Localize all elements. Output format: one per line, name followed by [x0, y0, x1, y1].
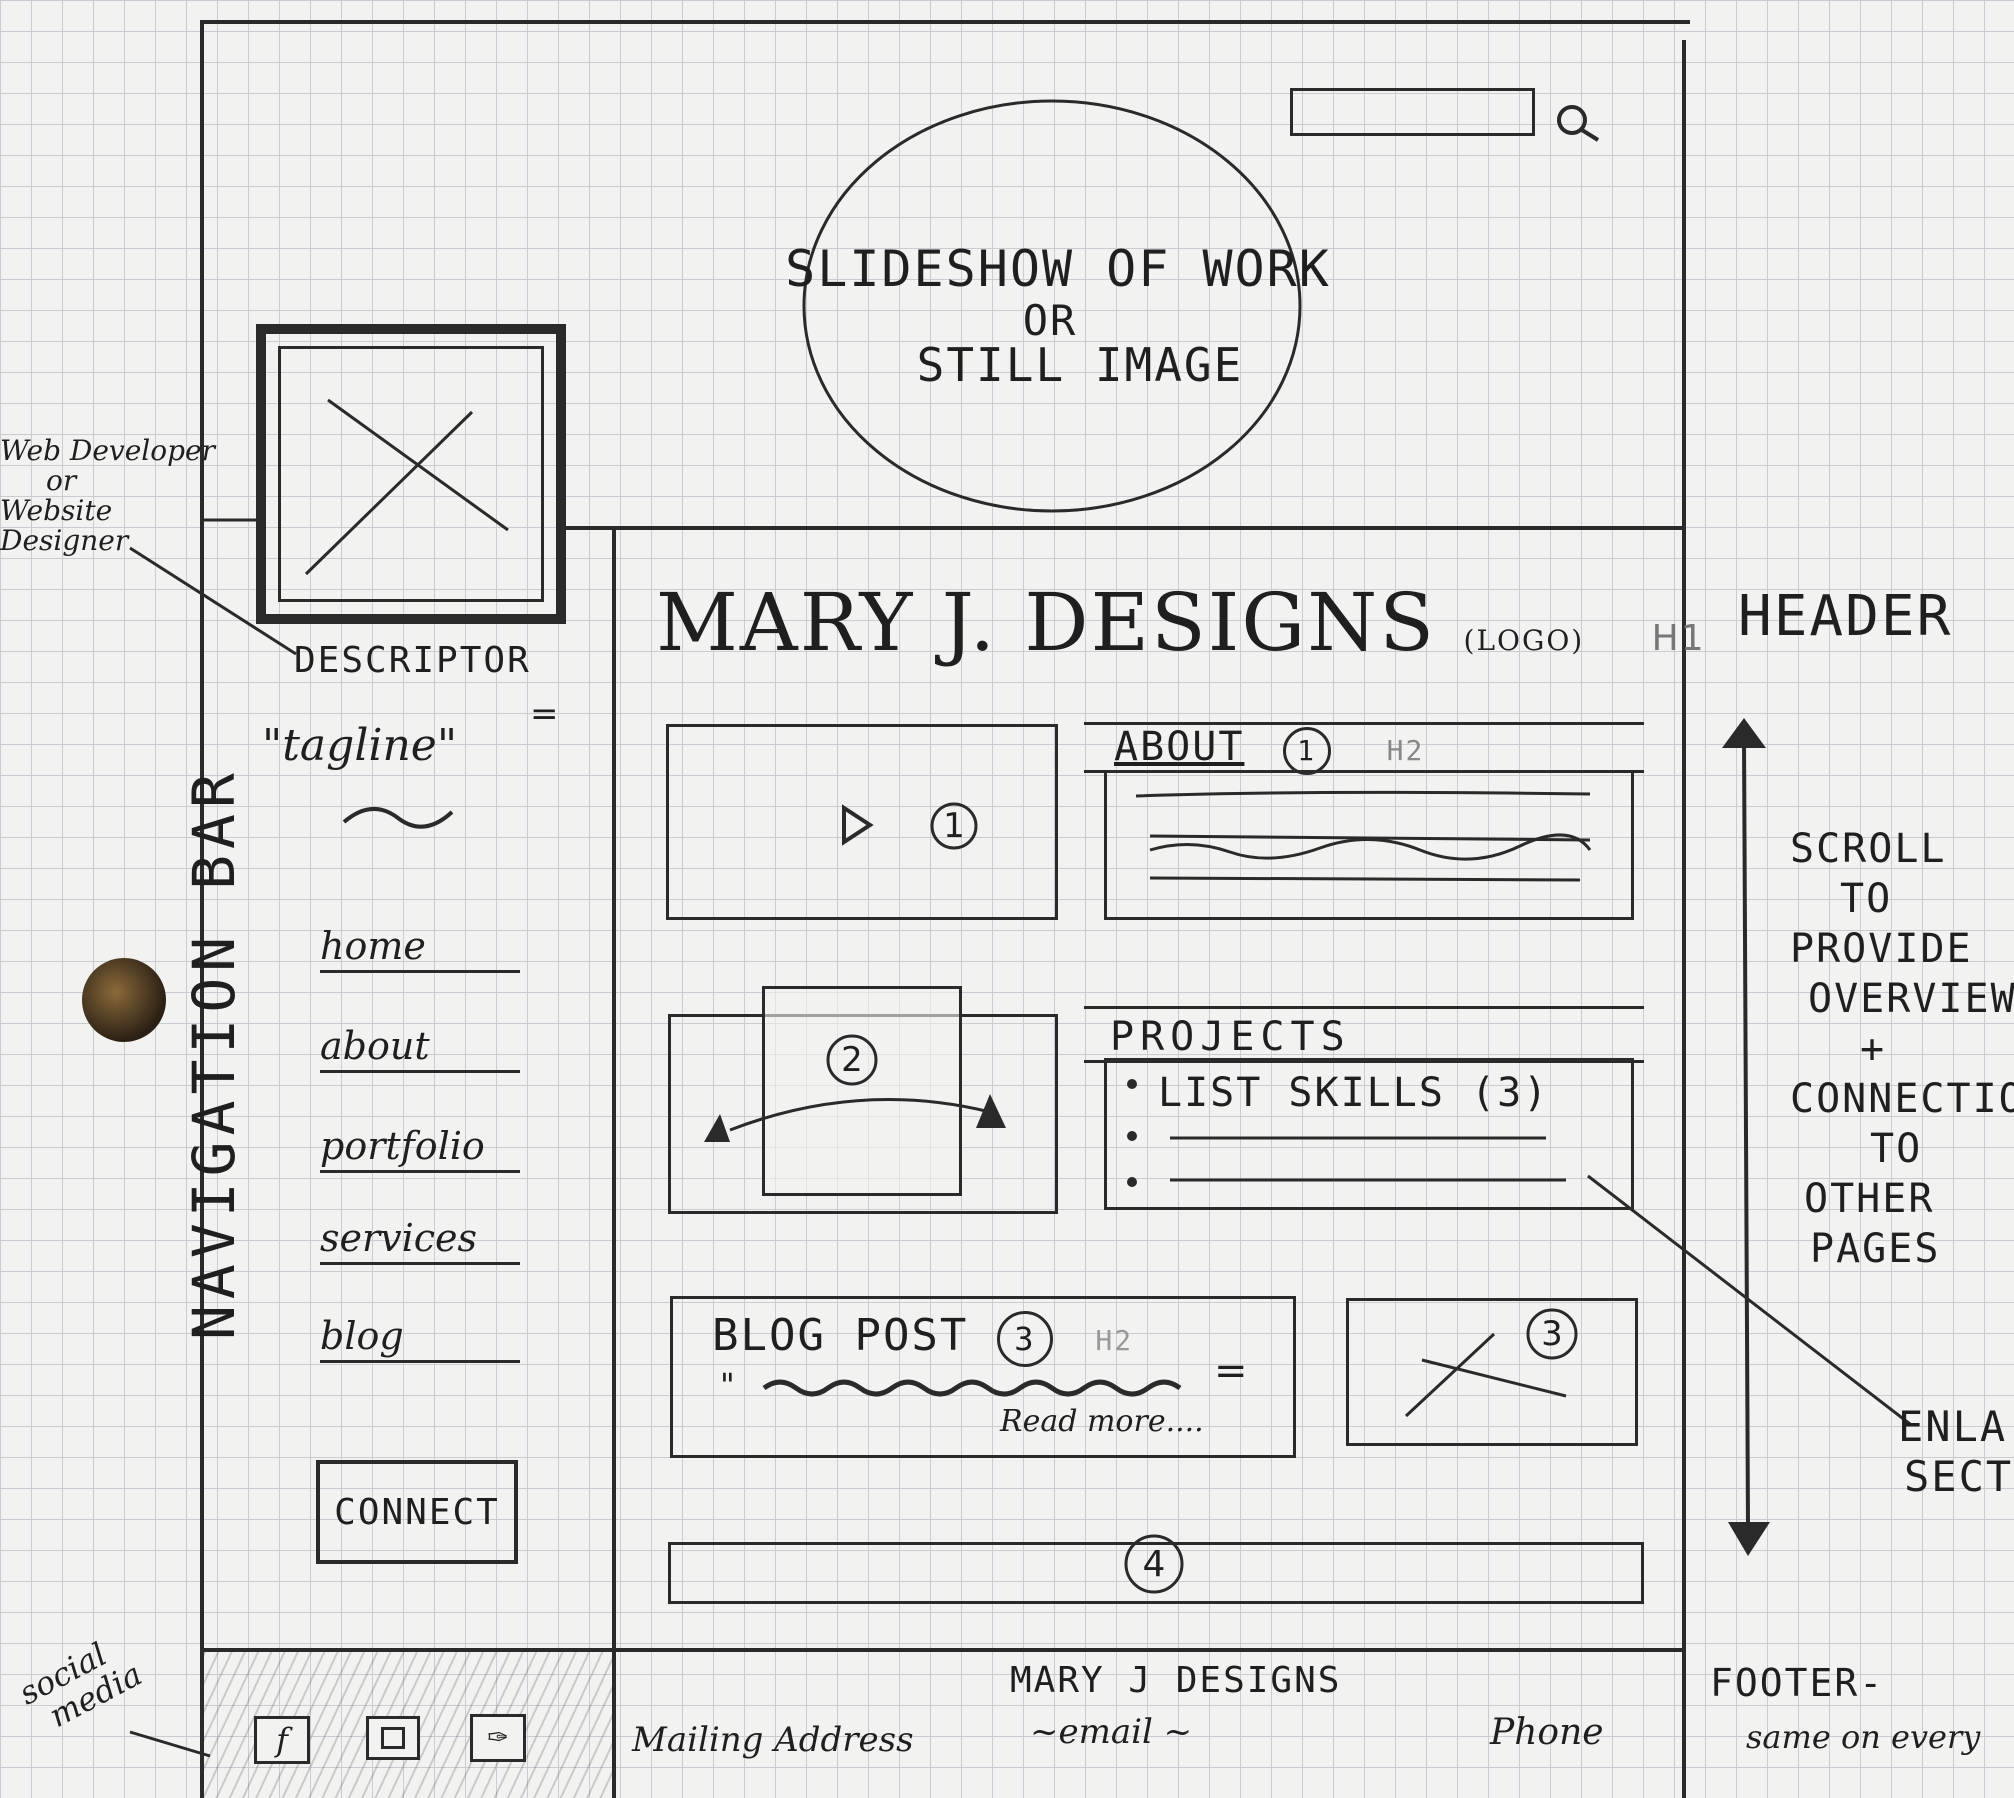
slideshow-line-3: STILL IMAGE	[916, 338, 1244, 392]
binder-hole	[82, 958, 166, 1042]
annotation-scroll: SCROLL TO PROVIDE OVERVIEW + CONNECTION …	[1790, 824, 2014, 1274]
carousel-number: 2	[841, 1040, 863, 1080]
projects-heading: PROJECTS	[1110, 1014, 1351, 1060]
annotation-scroll-line1: SCROLL	[1790, 826, 1947, 872]
blog-number: 3	[996, 1311, 1053, 1367]
footer-brand: MARY J DESIGNS	[1010, 1660, 1342, 1701]
sidebar-divider	[612, 530, 616, 1798]
footer-mailing-address: Mailing Address	[632, 1720, 914, 1760]
annotation-scroll-line5: +	[1860, 1026, 1887, 1072]
profile-photo-placeholder	[256, 324, 566, 624]
about-heading-rule-top	[1084, 722, 1644, 725]
carousel-current-slide	[762, 986, 962, 1196]
footer-top-divider	[204, 1648, 1682, 1652]
annotation-enlarge-line1: ENLA	[1898, 1402, 2008, 1451]
logo-note: (LOGO)	[1463, 624, 1585, 657]
about-number: 1	[1282, 727, 1331, 775]
annotation-enlarge-section: ENLA SECT	[1898, 1402, 2013, 1502]
facebook-icon[interactable]: f	[254, 1716, 310, 1764]
annotation-enlarge-line2: SECT	[1904, 1452, 2014, 1501]
connect-button-label: CONNECT	[334, 1491, 500, 1533]
footer-email[interactable]: ~email ~	[1030, 1712, 1193, 1752]
nav-link-home[interactable]: home	[320, 924, 520, 973]
annotation-header: HEADER	[1738, 584, 1953, 649]
annotation-scroll-line8: OTHER	[1804, 1176, 1935, 1222]
footer-phone[interactable]: Phone	[1490, 1712, 1604, 1753]
annotation-web-developer-line4: Designer	[0, 524, 129, 557]
blog-equals: =	[1214, 1348, 1248, 1394]
instagram-icon[interactable]	[366, 1716, 420, 1760]
annotation-scroll-line6: CONNECTION	[1790, 1076, 2014, 1122]
blog-image-placeholder	[1346, 1298, 1638, 1446]
annotation-footer: FOOTER- same on every	[1710, 1656, 1980, 1764]
about-heading-text: ABOUT	[1114, 724, 1245, 770]
blog-heading-tag: H2	[1095, 1324, 1134, 1357]
annotation-web-developer-line2: or	[46, 464, 77, 497]
annotation-web-developer-line1: Web Developer	[0, 434, 215, 467]
annotation-web-developer-line3: Website	[0, 494, 113, 527]
scroll-up-arrow	[1722, 718, 1766, 748]
projects-heading-rule-top	[1084, 1006, 1644, 1009]
tagline-equals: =	[530, 694, 559, 734]
video-number: 1	[943, 806, 965, 846]
annotation-scroll-line4: OVERVIEW	[1808, 976, 2014, 1022]
header-bottom-divider	[560, 526, 1682, 530]
nav-link-portfolio[interactable]: portfolio	[320, 1124, 520, 1173]
slideshow-line-2: OR	[1022, 296, 1078, 345]
page-frame-left	[200, 20, 204, 1798]
blog-image-number: 3	[1541, 1314, 1563, 1354]
annotation-social-media: social media	[0, 1627, 148, 1750]
annotation-web-developer: Web Developer or Website Designer	[0, 436, 215, 556]
slideshow-line-1: SLIDESHOW OF WORK	[785, 240, 1331, 298]
logo-title: MARY J. DESIGNS (LOGO) H1	[656, 576, 1706, 669]
about-heading-tag: H2	[1386, 734, 1425, 767]
blog-heading: BLOG POST 3 H2	[712, 1310, 1133, 1367]
annotation-footer-line2: same on every	[1746, 1718, 1981, 1756]
blog-read-more-link[interactable]: Read more....	[1000, 1404, 1204, 1439]
blog-heading-text: BLOG POST	[712, 1310, 969, 1361]
annotation-scroll-line9: PAGES	[1810, 1226, 1941, 1272]
annotation-scroll-line2: TO	[1840, 876, 1893, 922]
logo-heading-tag: H1	[1651, 618, 1706, 659]
connect-button[interactable]: CONNECT	[316, 1460, 518, 1564]
search-icon[interactable]	[1557, 105, 1600, 142]
page-frame-top	[200, 20, 1690, 24]
blog-post-card[interactable]	[670, 1296, 1296, 1458]
annotation-footer-line1: FOOTER-	[1710, 1661, 1885, 1705]
twitter-icon[interactable]: ✑	[470, 1714, 526, 1762]
projects-list-box	[1104, 1058, 1634, 1210]
blog-quote-mark: "	[720, 1366, 735, 1404]
projects-skills-item: LIST SKILLS (3)	[1158, 1070, 1550, 1116]
search-input[interactable]	[1290, 88, 1535, 136]
nav-link-services[interactable]: services	[320, 1216, 520, 1265]
annotation-scroll-line3: PROVIDE	[1790, 926, 1973, 972]
about-text-box	[1104, 770, 1634, 920]
projects-heading-rule-bottom	[1084, 1060, 1644, 1063]
nav-link-about[interactable]: about	[320, 1024, 520, 1073]
annotation-scroll-line7: TO	[1870, 1126, 1923, 1172]
descriptor-label: DESCRIPTOR	[294, 640, 531, 681]
nav-link-blog[interactable]: blog	[320, 1314, 520, 1363]
tagline-text: "tagline"	[262, 720, 458, 771]
scroll-down-arrow	[1728, 1522, 1770, 1556]
logo-text: MARY J. DESIGNS	[656, 576, 1437, 669]
page-frame-right	[1682, 40, 1686, 1798]
tagline-squiggle	[342, 806, 454, 829]
video-player[interactable]	[666, 724, 1058, 920]
about-heading: ABOUT 1 H2	[1114, 724, 1424, 775]
strip-number: 4	[1142, 1544, 1166, 1585]
navigation-bar-label: NAVIGATION BAR	[180, 767, 248, 1340]
